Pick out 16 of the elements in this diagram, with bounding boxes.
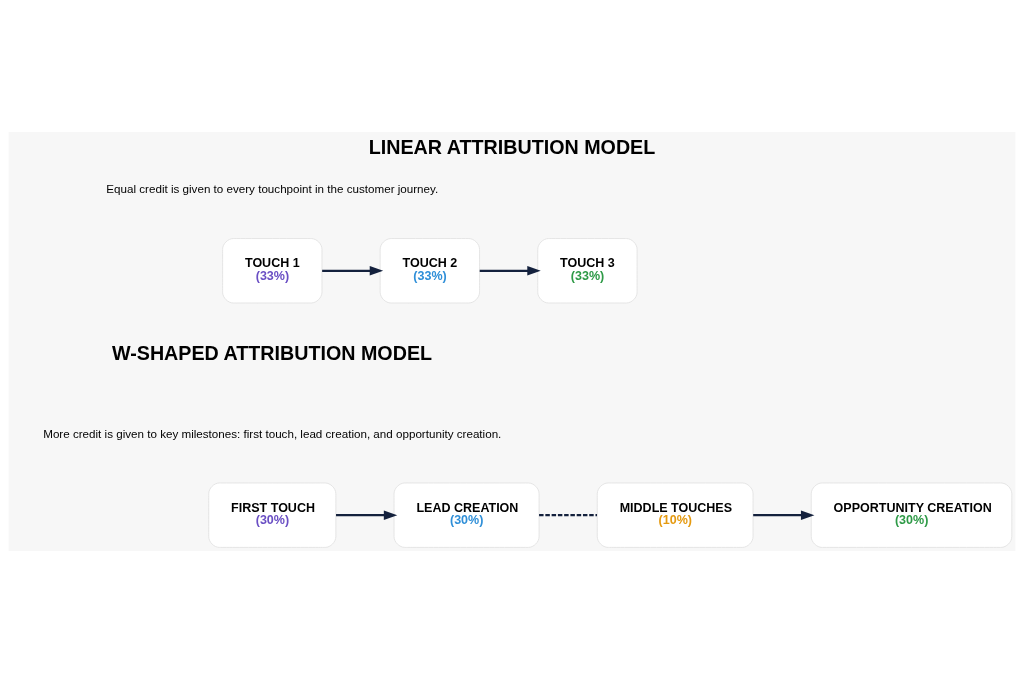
label: W-SHAPED ATTRIBUTION MODEL <box>112 341 433 364</box>
label: Equal credit is given to every touchpoint in the customer journey. <box>106 182 439 196</box>
diagram-title: LINEAR ATTRIBUTION MODEL <box>368 136 656 159</box>
arrow <box>753 510 815 520</box>
connector <box>539 514 598 517</box>
node-box: TOUCH 1 (33%) <box>222 238 323 304</box>
node-box: LEAD CREATION (30%) <box>393 482 540 548</box>
node-box: MIDDLE TOUCHES (10%) <box>596 482 754 548</box>
node-box: OPPORTUNITY CREATION (30%) <box>810 482 1013 548</box>
label: More credit is given to key milestones: first touch, lead creation, and opportunity creation. <box>43 426 502 440</box>
arrow <box>322 266 384 276</box>
node-box: TOUCH 3 (33%) <box>537 238 638 304</box>
node-box: TOUCH 2 (33%) <box>379 238 480 304</box>
arrow <box>479 266 541 276</box>
arrow <box>336 510 398 520</box>
node-box: FIRST TOUCH (30%) <box>208 482 337 548</box>
